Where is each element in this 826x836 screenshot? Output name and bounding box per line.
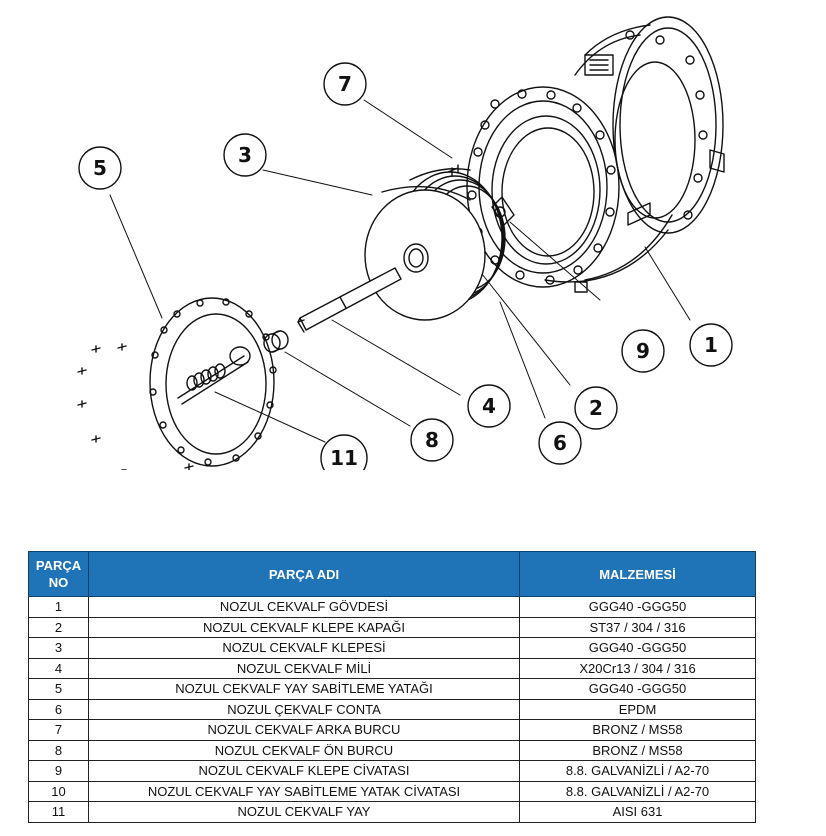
callout-5: 5	[93, 156, 107, 180]
callout-7-circle	[410, 418, 454, 462]
material-cell: GGG40 -GGG50	[519, 596, 756, 618]
disc-bolt	[447, 164, 459, 177]
disc	[364, 185, 486, 321]
spring-fixing-bearing	[149, 297, 277, 467]
part-name-cell: NOZUL CEKVALF YAY SABİTLEME YATAĞI	[88, 678, 520, 700]
part-name-cell: NOZUL CEKVALF GÖVDESİ	[88, 596, 520, 618]
material-cell: GGG40 -GGG50	[519, 678, 756, 700]
material-cell: EPDM	[519, 698, 756, 720]
part-name-cell: NOZUL CEKVALF MİLİ	[88, 657, 520, 679]
callout-6: 6	[553, 431, 567, 455]
header-part-name: PARÇA ADI	[88, 551, 520, 597]
callout-2: 2	[589, 396, 603, 420]
material-cell: ST37 / 304 / 316	[519, 616, 756, 638]
part-name-cell: NOZUL CEKVALF YAY SABİTLEME YATAK CİVATA…	[88, 780, 520, 802]
callout-9-circle	[323, 62, 367, 106]
part-name-cell: NOZUL ÇEKVALF CONTA	[88, 698, 520, 720]
part-name-cell: NOZUL CEKVALF KLEPE CİVATASI	[88, 760, 520, 782]
spring-fixing-bolts	[77, 343, 194, 471]
callout-7: 8	[425, 428, 439, 452]
part-name-cell: NOZUL CEKVALF KLEPESİ	[88, 637, 520, 659]
material-cell: BRONZ / MS58	[519, 719, 756, 741]
callout-8-circle	[621, 329, 665, 373]
callout-6-circle	[538, 421, 582, 465]
callout-2-circle	[574, 386, 618, 430]
spring	[186, 363, 226, 391]
part-no-cell: 6	[28, 698, 89, 720]
exploded-view-diagram: 7 3 5 9 1 4 2 8 6 11	[77, 16, 733, 480]
callout-4: 4	[482, 394, 496, 418]
callout-11-circle	[320, 434, 368, 480]
callout-11: 11	[330, 446, 358, 470]
callout-4-circle	[467, 384, 511, 428]
callout-3-circle	[223, 133, 267, 177]
material-cell: 8.8. GALVANİZLİ / A2-70	[519, 780, 756, 802]
part-no-cell: 8	[28, 739, 89, 761]
material-cell: X20Cr13 / 304 / 316	[519, 657, 756, 679]
part-no-cell: 7	[28, 719, 89, 741]
part-no-cell: 1	[28, 596, 89, 618]
part-name-cell: NOZUL CEKVALF ÖN BURCU	[88, 739, 520, 761]
body-front-flange	[466, 86, 620, 288]
part-name-cell: NOZUL CEKVALF KLEPE KAPAĞI	[88, 616, 520, 638]
material-cell: GGG40 -GGG50	[519, 637, 756, 659]
header-material: MALZEMESİ	[519, 551, 756, 597]
part-no-cell: 11	[28, 801, 89, 823]
material-cell: 8.8. GALVANİZLİ / A2-70	[519, 760, 756, 782]
leader-lines	[109, 99, 691, 443]
valve-body	[544, 16, 725, 293]
part-no-cell: 5	[28, 678, 89, 700]
callout-5-circle	[78, 146, 122, 190]
callout-3: 3	[238, 143, 252, 167]
rear-bushing	[263, 330, 289, 353]
material-cell: BRONZ / MS58	[519, 739, 756, 761]
callout-1: 1	[704, 333, 718, 357]
callout-8: 9	[636, 339, 650, 363]
part-no-cell: 4	[28, 657, 89, 679]
part-name-cell: NOZUL CEKVALF ARKA BURCU	[88, 719, 520, 741]
part-name-cell: NOZUL CEKVALF YAY	[88, 801, 520, 823]
part-no-cell: 2	[28, 616, 89, 638]
part-no-cell: 3	[28, 637, 89, 659]
part-no-cell: 10	[28, 780, 89, 802]
part-no-cell: 9	[28, 760, 89, 782]
shaft	[297, 267, 402, 333]
callout-1-circle	[689, 323, 733, 367]
callout-9: 7	[338, 72, 352, 96]
material-cell: AISI 631	[519, 801, 756, 823]
